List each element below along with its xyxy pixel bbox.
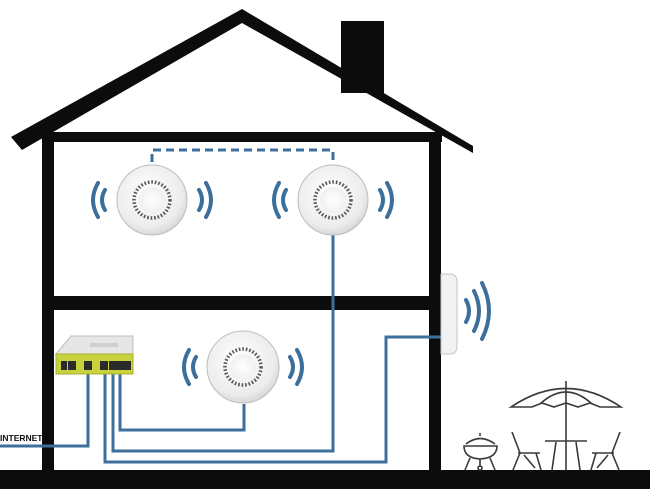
internet-cable: [0, 368, 90, 448]
ap-center: [139, 187, 165, 213]
chair: [590, 431, 621, 471]
router-ports: [61, 361, 131, 370]
router-port: [117, 361, 125, 370]
middle-floor: [42, 296, 441, 310]
access-point-ground-floor: [206, 330, 280, 404]
ap-vent-ring: [313, 180, 353, 220]
router-port: [109, 361, 117, 370]
ap-vent-ring: [132, 180, 172, 220]
roof: [11, 9, 473, 153]
router-port: [61, 361, 67, 370]
router-port: [100, 361, 108, 370]
access-point-upstairs-left: [116, 164, 188, 236]
router-port: [68, 361, 76, 370]
ap-center: [320, 187, 346, 213]
wifi-signal-icon: [464, 281, 491, 341]
wifi-signal-icon: [378, 181, 394, 219]
router-logo-strip: [90, 343, 118, 347]
bbq-grill-icon: [463, 433, 498, 471]
wireless-mesh-link: [150, 148, 335, 175]
wifi-signal-icon: [91, 181, 107, 219]
cable-outdoor-ap: [103, 335, 443, 464]
chair: [511, 431, 542, 471]
cable-upstairs-ap: [111, 232, 335, 453]
house: [0, 9, 650, 489]
wifi-waves: [91, 181, 491, 386]
wifi-signal-icon: [182, 348, 198, 386]
internet-label: INTERNET: [0, 433, 43, 443]
router-port: [125, 361, 131, 370]
outdoor-access-point: [440, 273, 458, 355]
wifi-signal-icon: [288, 348, 304, 386]
wall-mounted-access-point-icon: [440, 273, 458, 355]
wifi-signal-icon: [272, 181, 288, 219]
ap-vent-ring: [223, 347, 263, 387]
ceiling: [42, 132, 442, 142]
router-port: [84, 361, 92, 370]
cables: [0, 148, 443, 464]
cable-ground-floor-ap: [118, 368, 246, 432]
ap-center: [230, 354, 256, 380]
access-point-upstairs-right: [297, 164, 369, 236]
router: [54, 335, 134, 375]
patio-umbrella-table-chairs-icon: [508, 381, 624, 471]
ground: [0, 470, 650, 489]
wifi-signal-icon: [197, 181, 213, 219]
